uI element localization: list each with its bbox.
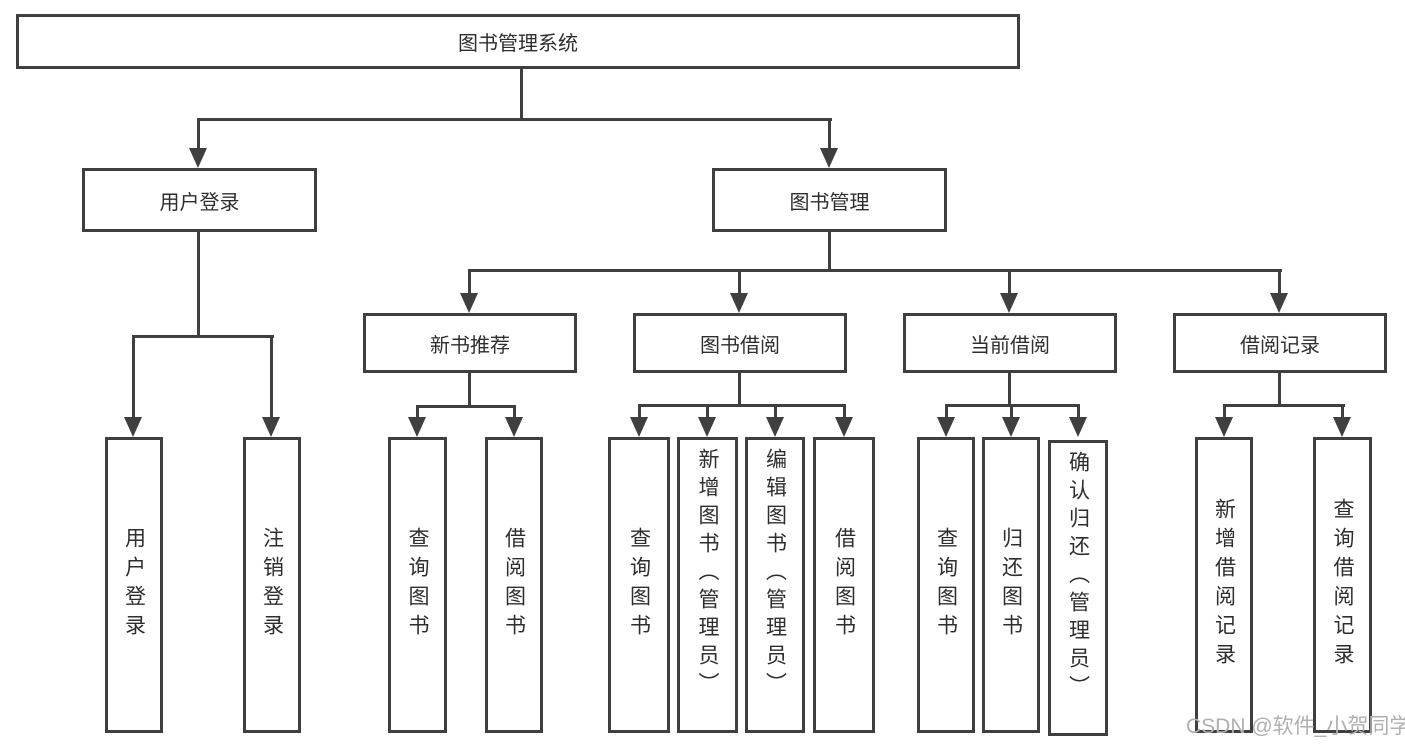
node-leaf-confirm-return-admin: 确认归还（管理员） (1048, 440, 1108, 736)
connector-drop-query-books-c (945, 404, 948, 421)
arrowhead-leaf-logout (262, 417, 280, 437)
connector-drop-borrow-books-b (843, 404, 846, 421)
node-book-management: 图书管理 (712, 168, 947, 232)
connector-borrow-records-bar (1223, 404, 1345, 407)
node-current-borrow: 当前借阅 (903, 313, 1117, 373)
node-borrow-records: 借阅记录 (1173, 313, 1387, 373)
node-leaf-user-login: 用户登录 (105, 437, 163, 733)
connector-drop-book-borrow (738, 269, 741, 297)
connector-level2-bar (198, 118, 832, 121)
watermark: CSDN @软件_小贺同学 (1186, 715, 1405, 738)
arrowhead-book-borrow (730, 293, 748, 313)
connector-drop-query-record (1341, 404, 1344, 421)
node-user-login: 用户登录 (82, 168, 317, 232)
connector-drop-return-books (1010, 404, 1013, 421)
connector-drop-new-book (468, 269, 471, 297)
node-leaf-query-borrow-record: 查询借阅记录 (1313, 437, 1372, 733)
connector-drop-add-record (1223, 404, 1226, 421)
arrowhead-user-login (189, 148, 207, 168)
arrowhead-new-book (460, 293, 478, 313)
connector-book-borrow-stem (738, 373, 741, 407)
arrowhead-edit-books (766, 417, 784, 437)
connector-drop-borrow-books-a (513, 405, 516, 421)
node-leaf-borrow-books-b: 借阅图书 (813, 437, 875, 733)
connector-book-management-stem (828, 232, 831, 272)
arrowhead-add-books (698, 417, 716, 437)
connector-drop-edit-books (774, 404, 777, 421)
node-leaf-add-borrow-record: 新增借阅记录 (1195, 437, 1253, 733)
arrowhead-borrow-books-a (505, 417, 523, 437)
node-leaf-query-books-c: 查询图书 (917, 437, 975, 733)
connector-book-borrow-bar (638, 404, 846, 407)
connector-new-book-bar (416, 405, 516, 408)
connector-drop-add-books (706, 404, 709, 421)
connector-drop-borrow-records (1278, 269, 1281, 297)
arrowhead-query-record (1333, 417, 1351, 437)
connector-new-book-stem (468, 373, 471, 408)
connector-drop-leaf-logout (270, 335, 273, 421)
arrowhead-leaf-user-login (124, 417, 142, 437)
arrowhead-query-books-b (630, 417, 648, 437)
connector-drop-confirm-return (1077, 404, 1080, 421)
arrowhead-confirm-return (1069, 417, 1087, 437)
arrowhead-current-borrow (1000, 293, 1018, 313)
node-leaf-logout: 注销登录 (243, 437, 301, 733)
connector-drop-query-books-b (638, 404, 641, 421)
connector-level3-bar (468, 269, 1282, 272)
arrowhead-book-management (820, 148, 838, 168)
arrowhead-query-books-c (937, 417, 955, 437)
connector-root-stem (520, 69, 523, 121)
connector-borrow-records-stem (1278, 373, 1281, 407)
connector-drop-query-books-a (416, 405, 419, 421)
arrowhead-borrow-books-b (835, 417, 853, 437)
connector-user-login-stem (197, 232, 200, 338)
node-leaf-borrow-books-a: 借阅图书 (485, 437, 543, 733)
connector-drop-current-borrow (1008, 269, 1011, 297)
arrowhead-query-books-a (408, 417, 426, 437)
node-leaf-edit-books-admin: 编辑图书（管理员） (745, 437, 805, 733)
connector-drop-user-login (197, 118, 200, 152)
node-leaf-return-books: 归还图书 (982, 437, 1040, 733)
arrowhead-borrow-records (1270, 293, 1288, 313)
node-book-borrow: 图书借阅 (633, 313, 847, 373)
connector-current-borrow-stem (1008, 373, 1011, 407)
node-leaf-query-books-b: 查询图书 (608, 437, 670, 733)
node-new-book-recommend: 新书推荐 (363, 313, 577, 373)
node-leaf-add-books-admin: 新增图书（管理员） (677, 437, 738, 733)
connector-drop-leaf-user-login (132, 335, 135, 421)
arrowhead-add-record (1215, 417, 1233, 437)
node-leaf-query-books-a: 查询图书 (388, 437, 447, 733)
node-root: 图书管理系统 (16, 14, 1020, 69)
arrowhead-return-books (1002, 417, 1020, 437)
connector-user-login-bar (132, 335, 274, 338)
connector-drop-book-management (828, 118, 831, 152)
